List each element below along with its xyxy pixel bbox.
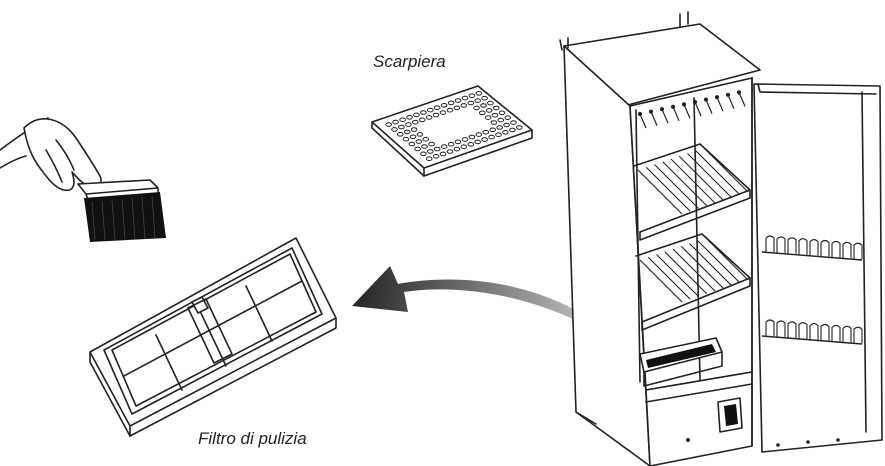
filter-label: Filtro di pulizia [198,429,307,448]
arrow-icon [352,266,632,354]
filter-icon [89,237,337,437]
cabinet-icon [559,11,883,466]
hand-with-brush-icon [0,117,166,242]
shoe-rack-icon [371,85,533,177]
shoe-rack-label: Scarpiera [373,52,446,71]
